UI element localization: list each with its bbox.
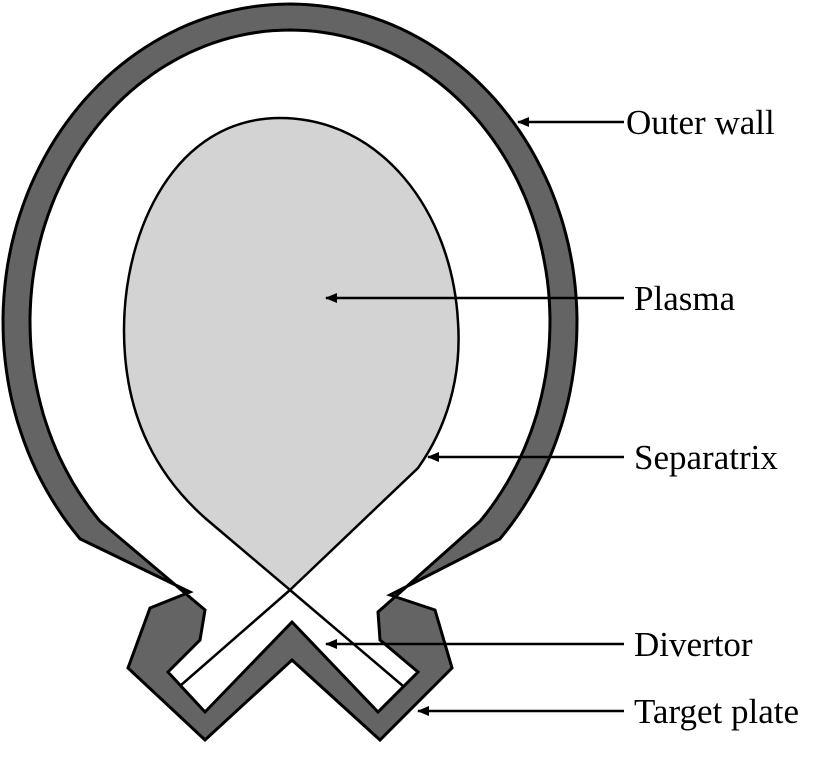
- outer-wall: [1, 2, 579, 743]
- outer-wall-shape: [1, 2, 579, 743]
- separatrix-leg-right: [289, 589, 404, 687]
- target-plate-label: Target plate: [634, 692, 799, 731]
- outer-wall-label: Outer wall: [626, 103, 775, 142]
- separatrix-leg-left: [179, 589, 291, 687]
- separatrix-label: Separatrix: [634, 438, 778, 477]
- divertor-label: Divertor: [634, 625, 753, 664]
- plasma-region: [122, 116, 460, 592]
- plasma-label: Plasma: [634, 279, 736, 318]
